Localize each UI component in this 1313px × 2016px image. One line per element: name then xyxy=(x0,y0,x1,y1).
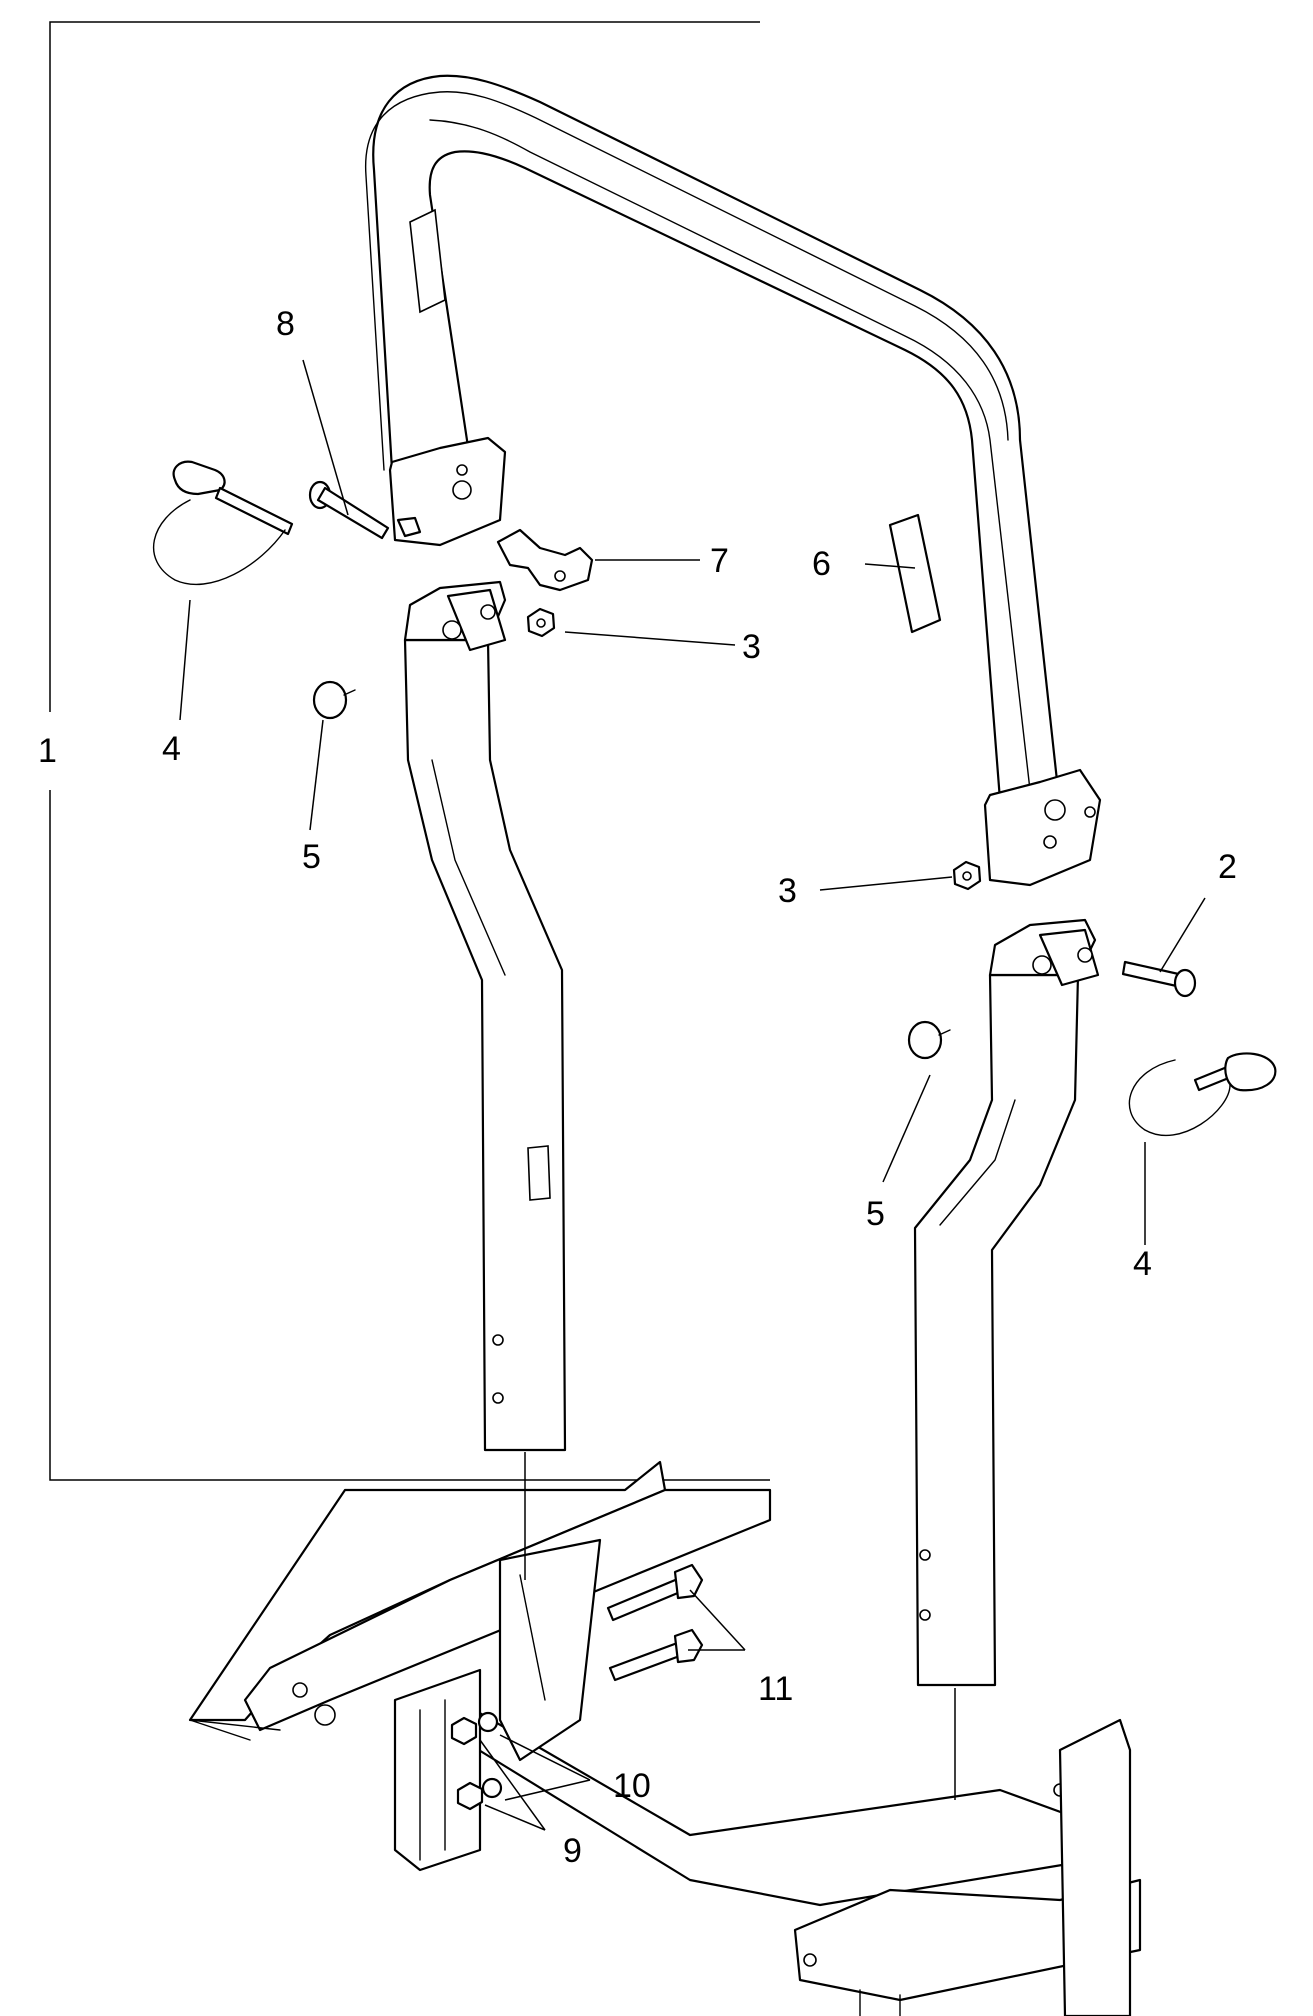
callout-6: 6 xyxy=(812,545,831,583)
callout-1: 1 xyxy=(38,732,57,770)
hitch-pin-left xyxy=(152,460,294,586)
bolts-frame xyxy=(606,1563,704,1682)
callout-5-right: 5 xyxy=(866,1195,885,1233)
callout-3-upper: 3 xyxy=(742,628,761,666)
callout-5-left: 5 xyxy=(302,838,321,876)
knob-right xyxy=(907,1020,951,1060)
assembly-bracket-lower xyxy=(49,790,770,1481)
bolt-left xyxy=(308,480,390,540)
stop-bracket xyxy=(496,528,594,592)
callout-3-lower: 3 xyxy=(778,872,797,910)
left-lower-post xyxy=(403,580,567,1452)
right-lower-post xyxy=(913,918,1100,1687)
callout-2: 2 xyxy=(1218,848,1237,886)
assembly-bracket xyxy=(49,21,760,712)
callout-4-right: 4 xyxy=(1133,1245,1152,1283)
callout-10: 10 xyxy=(613,1767,651,1805)
hitch-pin-right xyxy=(1128,1052,1277,1137)
decal xyxy=(888,513,942,634)
frame-nuts-washers xyxy=(450,1711,503,1811)
knob-left xyxy=(312,680,356,720)
callout-7: 7 xyxy=(710,542,729,580)
callout-9: 9 xyxy=(563,1832,582,1870)
machine-frame xyxy=(188,1460,1142,2016)
bolt-right xyxy=(1121,960,1197,998)
upper-rollbar-hoop xyxy=(364,74,1102,887)
callout-4-left: 4 xyxy=(162,730,181,768)
callout-11: 11 xyxy=(758,1670,793,1708)
callout-8: 8 xyxy=(276,305,295,343)
